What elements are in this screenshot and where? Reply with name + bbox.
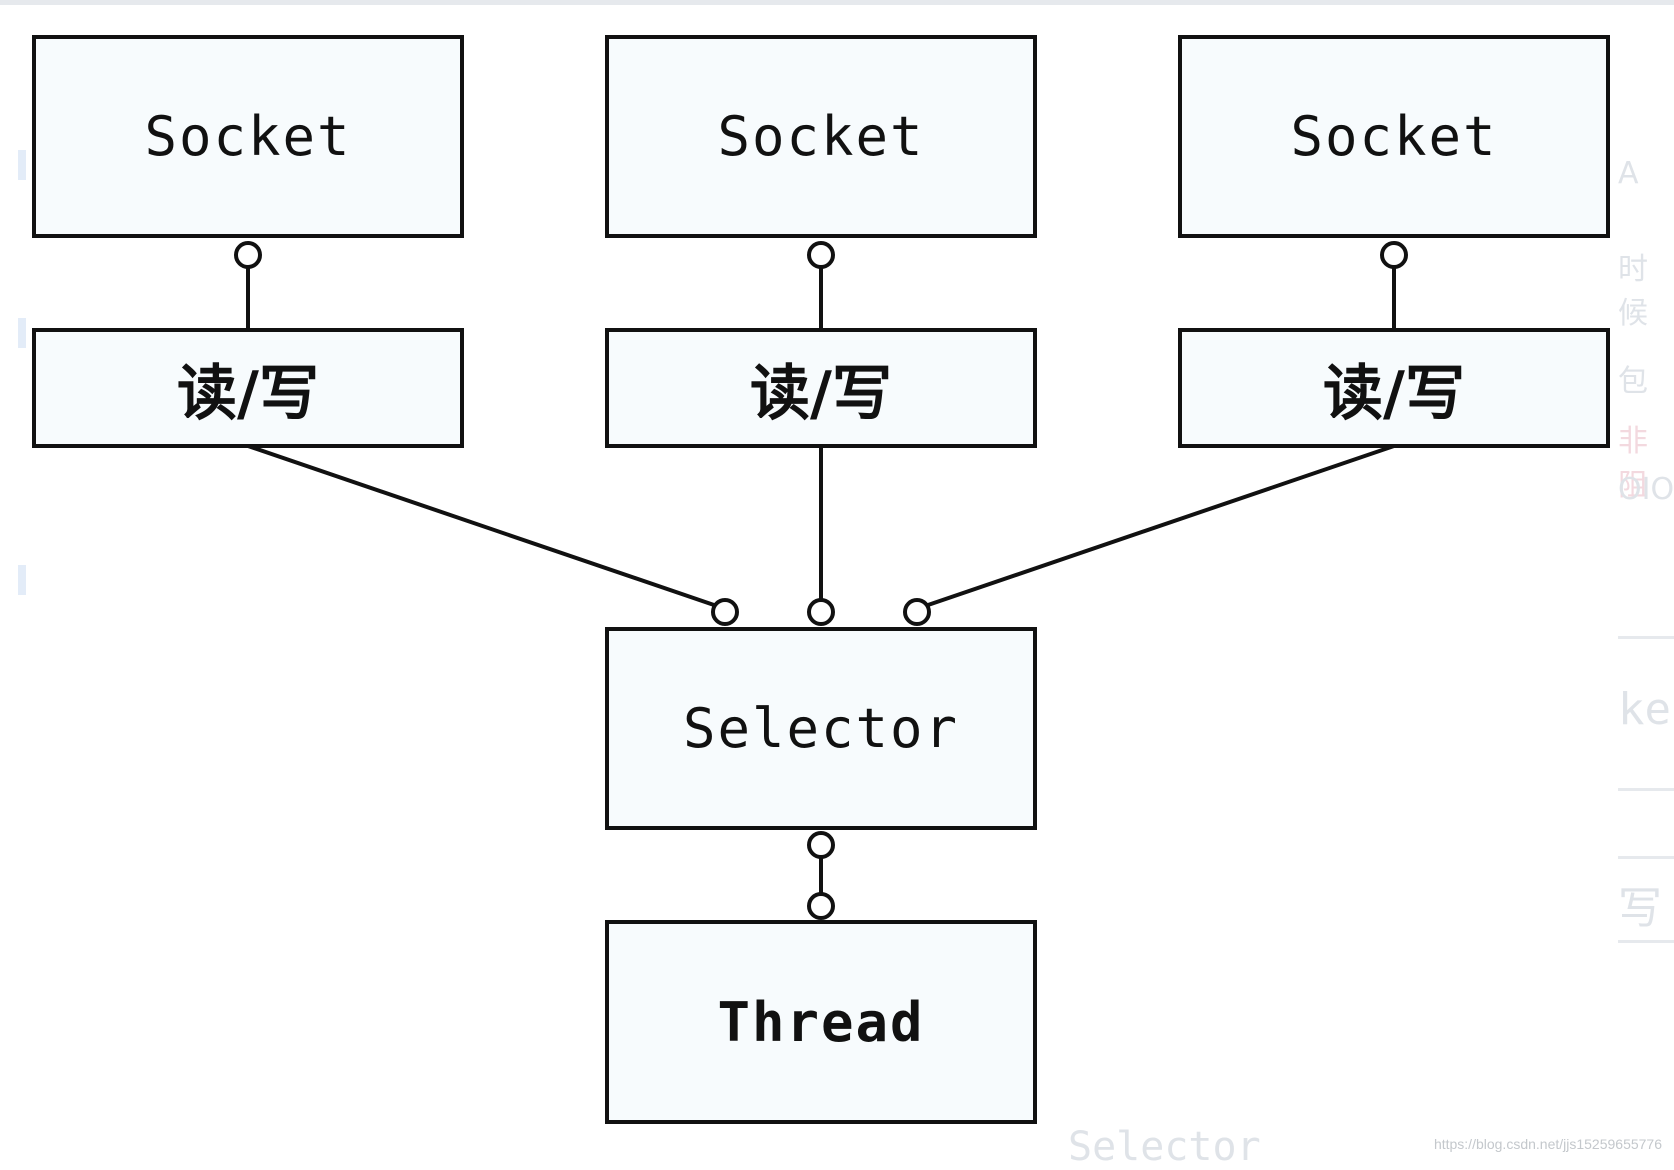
read-write-label-1: 读/写 — [177, 358, 319, 429]
ghost-top-bar — [0, 0, 1674, 5]
ghost-rule-4 — [1618, 940, 1674, 943]
ghost-text-2: 时候 — [1618, 252, 1648, 331]
socket-joint-2 — [807, 241, 835, 269]
ghost-tab-1 — [18, 150, 26, 180]
rw-selector-link-1 — [247, 444, 715, 607]
ghost-tab-2 — [18, 318, 26, 348]
ghost-text-4: 非阻 — [1618, 424, 1648, 503]
ghost-tab-3 — [18, 565, 26, 595]
read-write-box-2: 读/写 — [605, 328, 1037, 448]
ghost-text-1: A — [1618, 156, 1639, 191]
socket-box-1: Socket — [32, 35, 464, 238]
thread-top-joint — [807, 892, 835, 920]
selector-joint-3 — [903, 598, 931, 626]
thread-label: Thread — [717, 990, 925, 1054]
socket-joint-3 — [1380, 241, 1408, 269]
read-write-label-2: 读/写 — [750, 358, 892, 429]
ghost-rule-3 — [1618, 856, 1674, 859]
socket-label-1: Socket — [144, 105, 352, 168]
ghost-text-7: 写 — [1618, 883, 1662, 934]
ghost-text-5: OIO — [1618, 472, 1674, 507]
socket-joint-1 — [234, 241, 262, 269]
ghost-rule-1 — [1618, 636, 1674, 639]
selector-label: Selector — [682, 697, 960, 760]
socket-label-3: Socket — [1290, 105, 1498, 168]
ghost-text-6: ke — [1618, 684, 1671, 735]
thread-box: Thread — [605, 920, 1037, 1124]
read-write-box-3: 读/写 — [1178, 328, 1610, 448]
rw-selector-link-3 — [927, 444, 1395, 607]
selector-joint-2 — [807, 598, 835, 626]
ghost-text-3: 包 — [1618, 364, 1648, 399]
socket-box-3: Socket — [1178, 35, 1610, 238]
read-write-box-1: 读/写 — [32, 328, 464, 448]
selector-joint-1 — [711, 598, 739, 626]
socket-label-2: Socket — [717, 105, 925, 168]
watermark: https://blog.csdn.net/jjs15259655776 — [1433, 1136, 1662, 1152]
read-write-label-3: 读/写 — [1323, 358, 1465, 429]
ghost-rule-2 — [1618, 788, 1674, 791]
socket-box-2: Socket — [605, 35, 1037, 238]
selector-box: Selector — [605, 627, 1037, 830]
selector-bottom-joint — [807, 831, 835, 859]
